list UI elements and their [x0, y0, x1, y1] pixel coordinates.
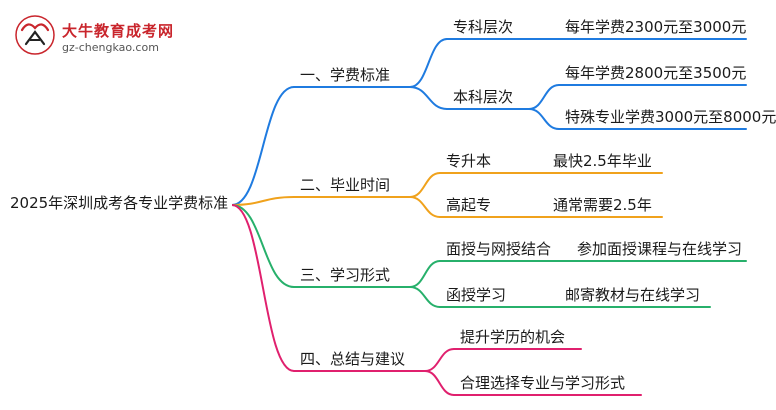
leaf-connector-0-1-0	[528, 84, 560, 110]
mindmap-links	[231, 37, 747, 396]
node-undergraduate: 本科层次	[453, 88, 514, 106]
branch-summary: 四、总结与建议	[300, 350, 406, 368]
node-correspondence: 函授学习	[446, 286, 507, 304]
child-connector-0-0	[409, 38, 448, 88]
child-connector-3-1	[424, 370, 455, 396]
root-connector-0	[231, 86, 295, 206]
leaf-correspondence-detail: 邮寄教材与在线学习	[565, 286, 701, 304]
child-connector-2-1	[409, 286, 441, 308]
leaf-connector-0-1-1	[528, 108, 560, 130]
node-upgrade: 专升本	[446, 152, 492, 170]
bull-logo-icon	[15, 15, 55, 55]
logo-url: gz-chengkao.com	[62, 41, 159, 54]
branch-graduation: 二、毕业时间	[300, 176, 391, 194]
root-connector-3	[231, 204, 295, 372]
node-junior-college: 专科层次	[453, 18, 514, 36]
logo-title: 大牛教育成考网	[62, 22, 175, 40]
root-connector-2	[231, 204, 295, 288]
leaf-fastest-graduation: 最快2.5年毕业	[553, 152, 652, 170]
child-connector-0-1	[409, 86, 448, 110]
node-choose-wisely: 合理选择专业与学习形式	[460, 374, 626, 392]
branch-study-form: 三、学习形式	[300, 266, 391, 284]
leaf-undergrad-fee: 每年学费2800元至3500元	[565, 64, 747, 82]
node-highschool-to-college: 高起专	[446, 196, 492, 214]
leaf-blended-detail: 参加面授课程与在线学习	[577, 240, 743, 258]
leaf-usual-duration: 通常需要2.5年	[553, 196, 652, 214]
root-connector-1	[231, 196, 295, 206]
node-opportunity: 提升学历的机会	[460, 328, 566, 346]
site-logo: 大牛教育成考网 gz-chengkao.com	[14, 14, 254, 60]
child-connector-3-0	[424, 348, 455, 372]
child-connector-1-1	[409, 196, 441, 218]
child-connector-1-0	[409, 172, 441, 198]
mindmap: 大牛教育成考网 gz-chengkao.com 2025年深圳成考各专业学费标准…	[10, 14, 776, 396]
branch-tuition: 一、学费标准	[300, 66, 391, 84]
leaf-junior-fee: 每年学费2300元至3000元	[565, 18, 747, 36]
child-connector-2-0	[409, 260, 441, 288]
node-blended: 面授与网授结合	[446, 240, 552, 258]
root-topic: 2025年深圳成考各专业学费标准	[10, 194, 229, 212]
leaf-special-fee: 特殊专业学费3000元至8000元	[565, 108, 776, 126]
